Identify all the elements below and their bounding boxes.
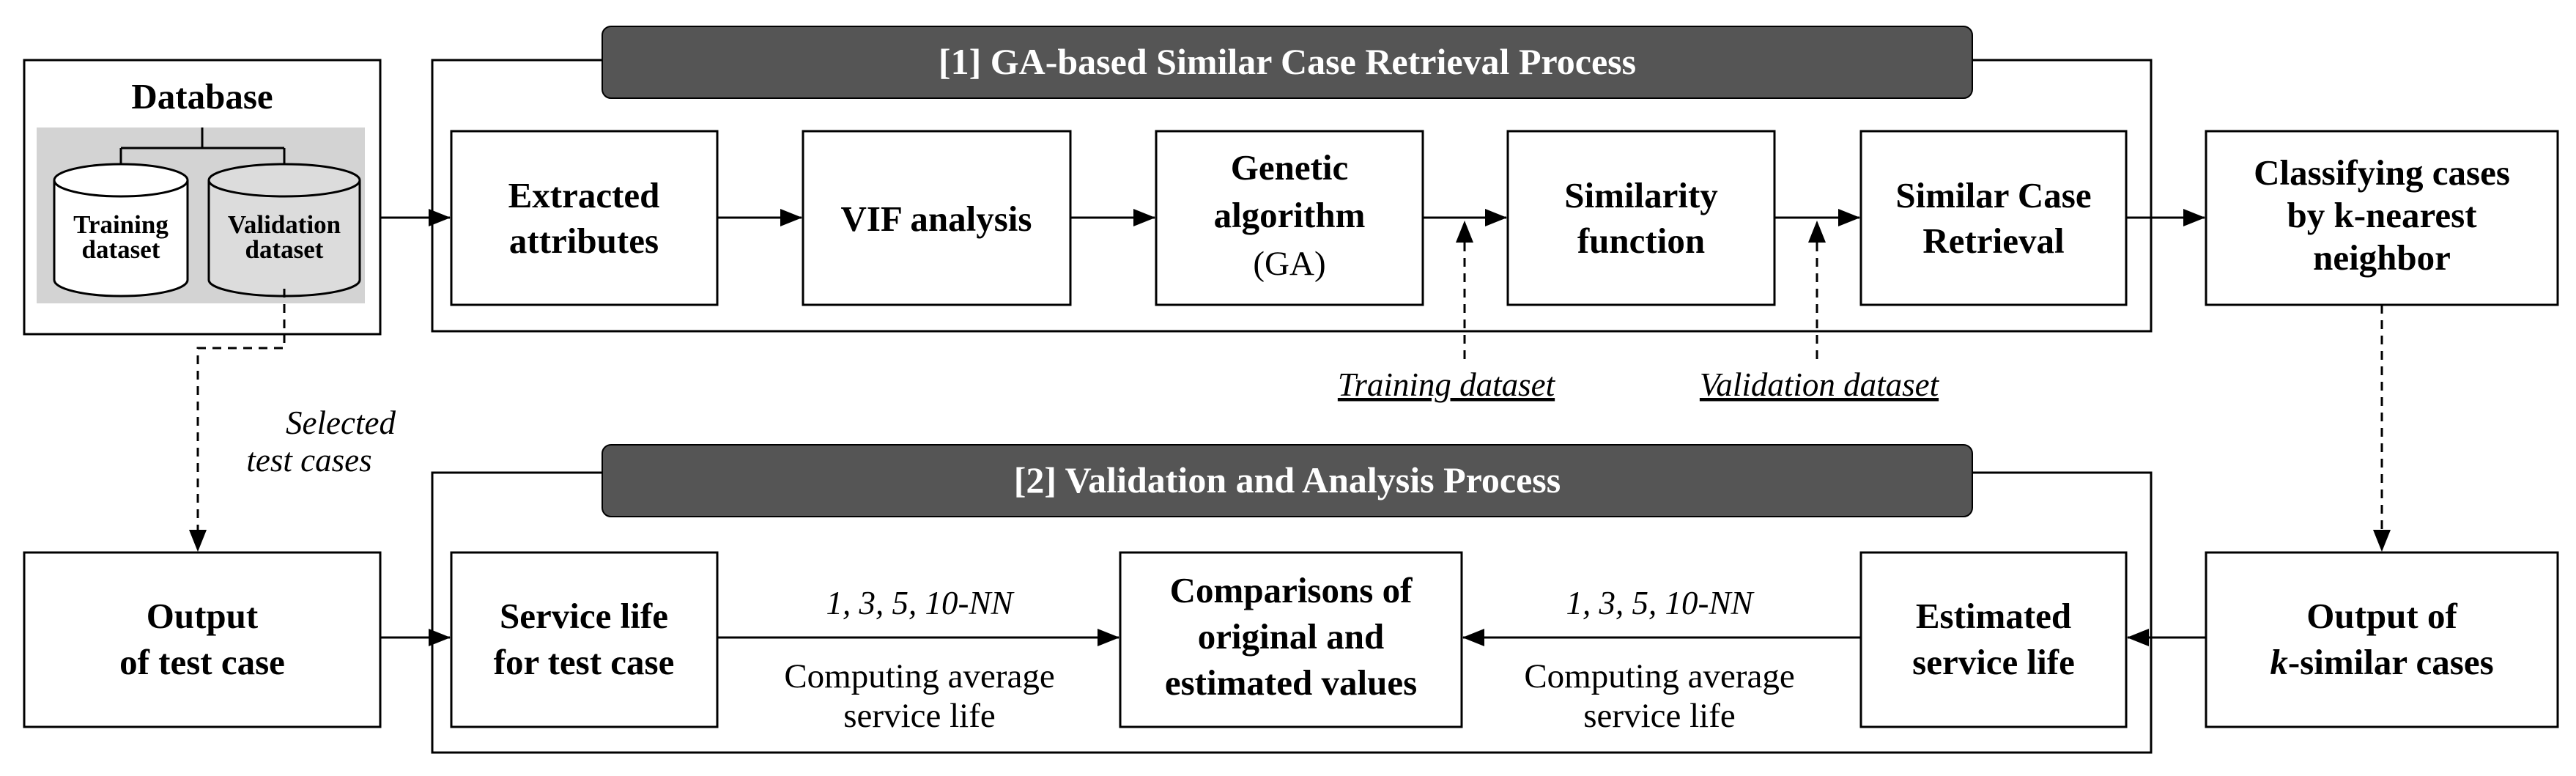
svg-text:Genetic: Genetic bbox=[1231, 147, 1349, 188]
svg-text:dataset: dataset bbox=[245, 235, 324, 264]
svg-text:[2] Validation and Analysis: [2] Validation and Analysis Process bbox=[1014, 459, 1561, 500]
svg-text:Retrieval: Retrieval bbox=[1922, 221, 2064, 261]
training-dataset-label: Training dataset bbox=[1338, 366, 1556, 403]
computing-label-right-line1: Computing average bbox=[1524, 657, 1794, 695]
svg-text:function: function bbox=[1577, 221, 1705, 261]
comparisons-box: Comparisons of original and estimated va… bbox=[1119, 551, 1463, 728]
svg-text:Training: Training bbox=[73, 210, 169, 239]
svg-text:Service life: Service life bbox=[500, 596, 668, 636]
computing-label-left-line2: service life bbox=[843, 697, 995, 735]
svg-text:Classifying cases: Classifying cases bbox=[2254, 152, 2510, 193]
selected-test-cases-label-line1: Selected bbox=[286, 404, 396, 441]
svg-text:of test case: of test case bbox=[119, 642, 285, 682]
database-box: Database Training dataset Validation dat… bbox=[23, 59, 382, 336]
step-vif-analysis: VIF analysis bbox=[802, 130, 1072, 306]
svg-text:Output: Output bbox=[147, 596, 259, 636]
nn-label-left: 1, 3, 5, 10-NN bbox=[826, 585, 1015, 621]
step-genetic-algorithm: Genetic algorithm (GA) bbox=[1155, 130, 1424, 306]
svg-text:Extracted: Extracted bbox=[508, 175, 660, 215]
svg-text:Similar Case: Similar Case bbox=[1895, 175, 2091, 215]
svg-text:by k-nearest: by k-nearest bbox=[2287, 195, 2477, 235]
svg-text:original and: original and bbox=[1198, 616, 1385, 657]
step-similar-case-retrieval: Similar Case Retrieval bbox=[1859, 130, 2128, 306]
service-life-box: Service life for test case bbox=[450, 551, 719, 728]
svg-text:Comparisons of: Comparisons of bbox=[1170, 570, 1413, 610]
svg-text:VIF analysis: VIF analysis bbox=[841, 199, 1032, 239]
step-extracted-attributes: Extracted attributes bbox=[450, 130, 719, 306]
svg-text:Validation: Validation bbox=[228, 210, 341, 239]
arrow-selected-test-cases bbox=[189, 334, 286, 552]
validation-dataset-label: Validation dataset bbox=[1700, 366, 1940, 403]
svg-text:[1] GA-based Similar Case Ret: [1] GA-based Similar Case Retrieval Proc… bbox=[939, 41, 1636, 82]
svg-text:estimated values: estimated values bbox=[1165, 662, 1417, 703]
svg-text:Output of: Output of bbox=[2306, 596, 2457, 636]
output-k-similar-box: Output of k-similar cases bbox=[2205, 551, 2559, 728]
validation-dataset-cylinder-icon: Validation dataset bbox=[207, 163, 361, 298]
database-title: Database bbox=[131, 76, 273, 117]
process1-banner: [1] GA-based Similar Case Retrieval Proc… bbox=[602, 26, 1973, 99]
svg-text:neighbor: neighbor bbox=[2313, 237, 2451, 278]
svg-text:algorithm: algorithm bbox=[1214, 195, 1366, 235]
training-dataset-cylinder-icon: Training dataset bbox=[53, 163, 189, 298]
estimated-service-life-box: Estimated service life bbox=[1859, 551, 2128, 728]
svg-text:(GA): (GA) bbox=[1253, 245, 1325, 283]
selected-test-cases-label-line2: test cases bbox=[246, 442, 371, 478]
computing-label-left-line1: Computing average bbox=[784, 657, 1054, 695]
svg-text:service life: service life bbox=[1912, 642, 2075, 682]
svg-text:Similarity: Similarity bbox=[1564, 175, 1718, 215]
svg-text:for test case: for test case bbox=[494, 642, 675, 682]
svg-text:dataset: dataset bbox=[82, 235, 160, 264]
computing-label-right-line2: service life bbox=[1583, 697, 1735, 735]
step-similarity-function: Similarity function bbox=[1506, 130, 1776, 306]
svg-text:k-similar cases: k-similar cases bbox=[2270, 642, 2493, 682]
knn-classification-box: Classifying cases by k-nearest neighbor bbox=[2205, 130, 2559, 306]
svg-text:attributes: attributes bbox=[509, 221, 659, 261]
process2-banner: [2] Validation and Analysis Process bbox=[602, 444, 1973, 517]
nn-label-right: 1, 3, 5, 10-NN bbox=[1566, 585, 1755, 621]
svg-text:Estimated: Estimated bbox=[1916, 596, 2071, 636]
output-test-case-box: Output of test case bbox=[23, 551, 382, 728]
